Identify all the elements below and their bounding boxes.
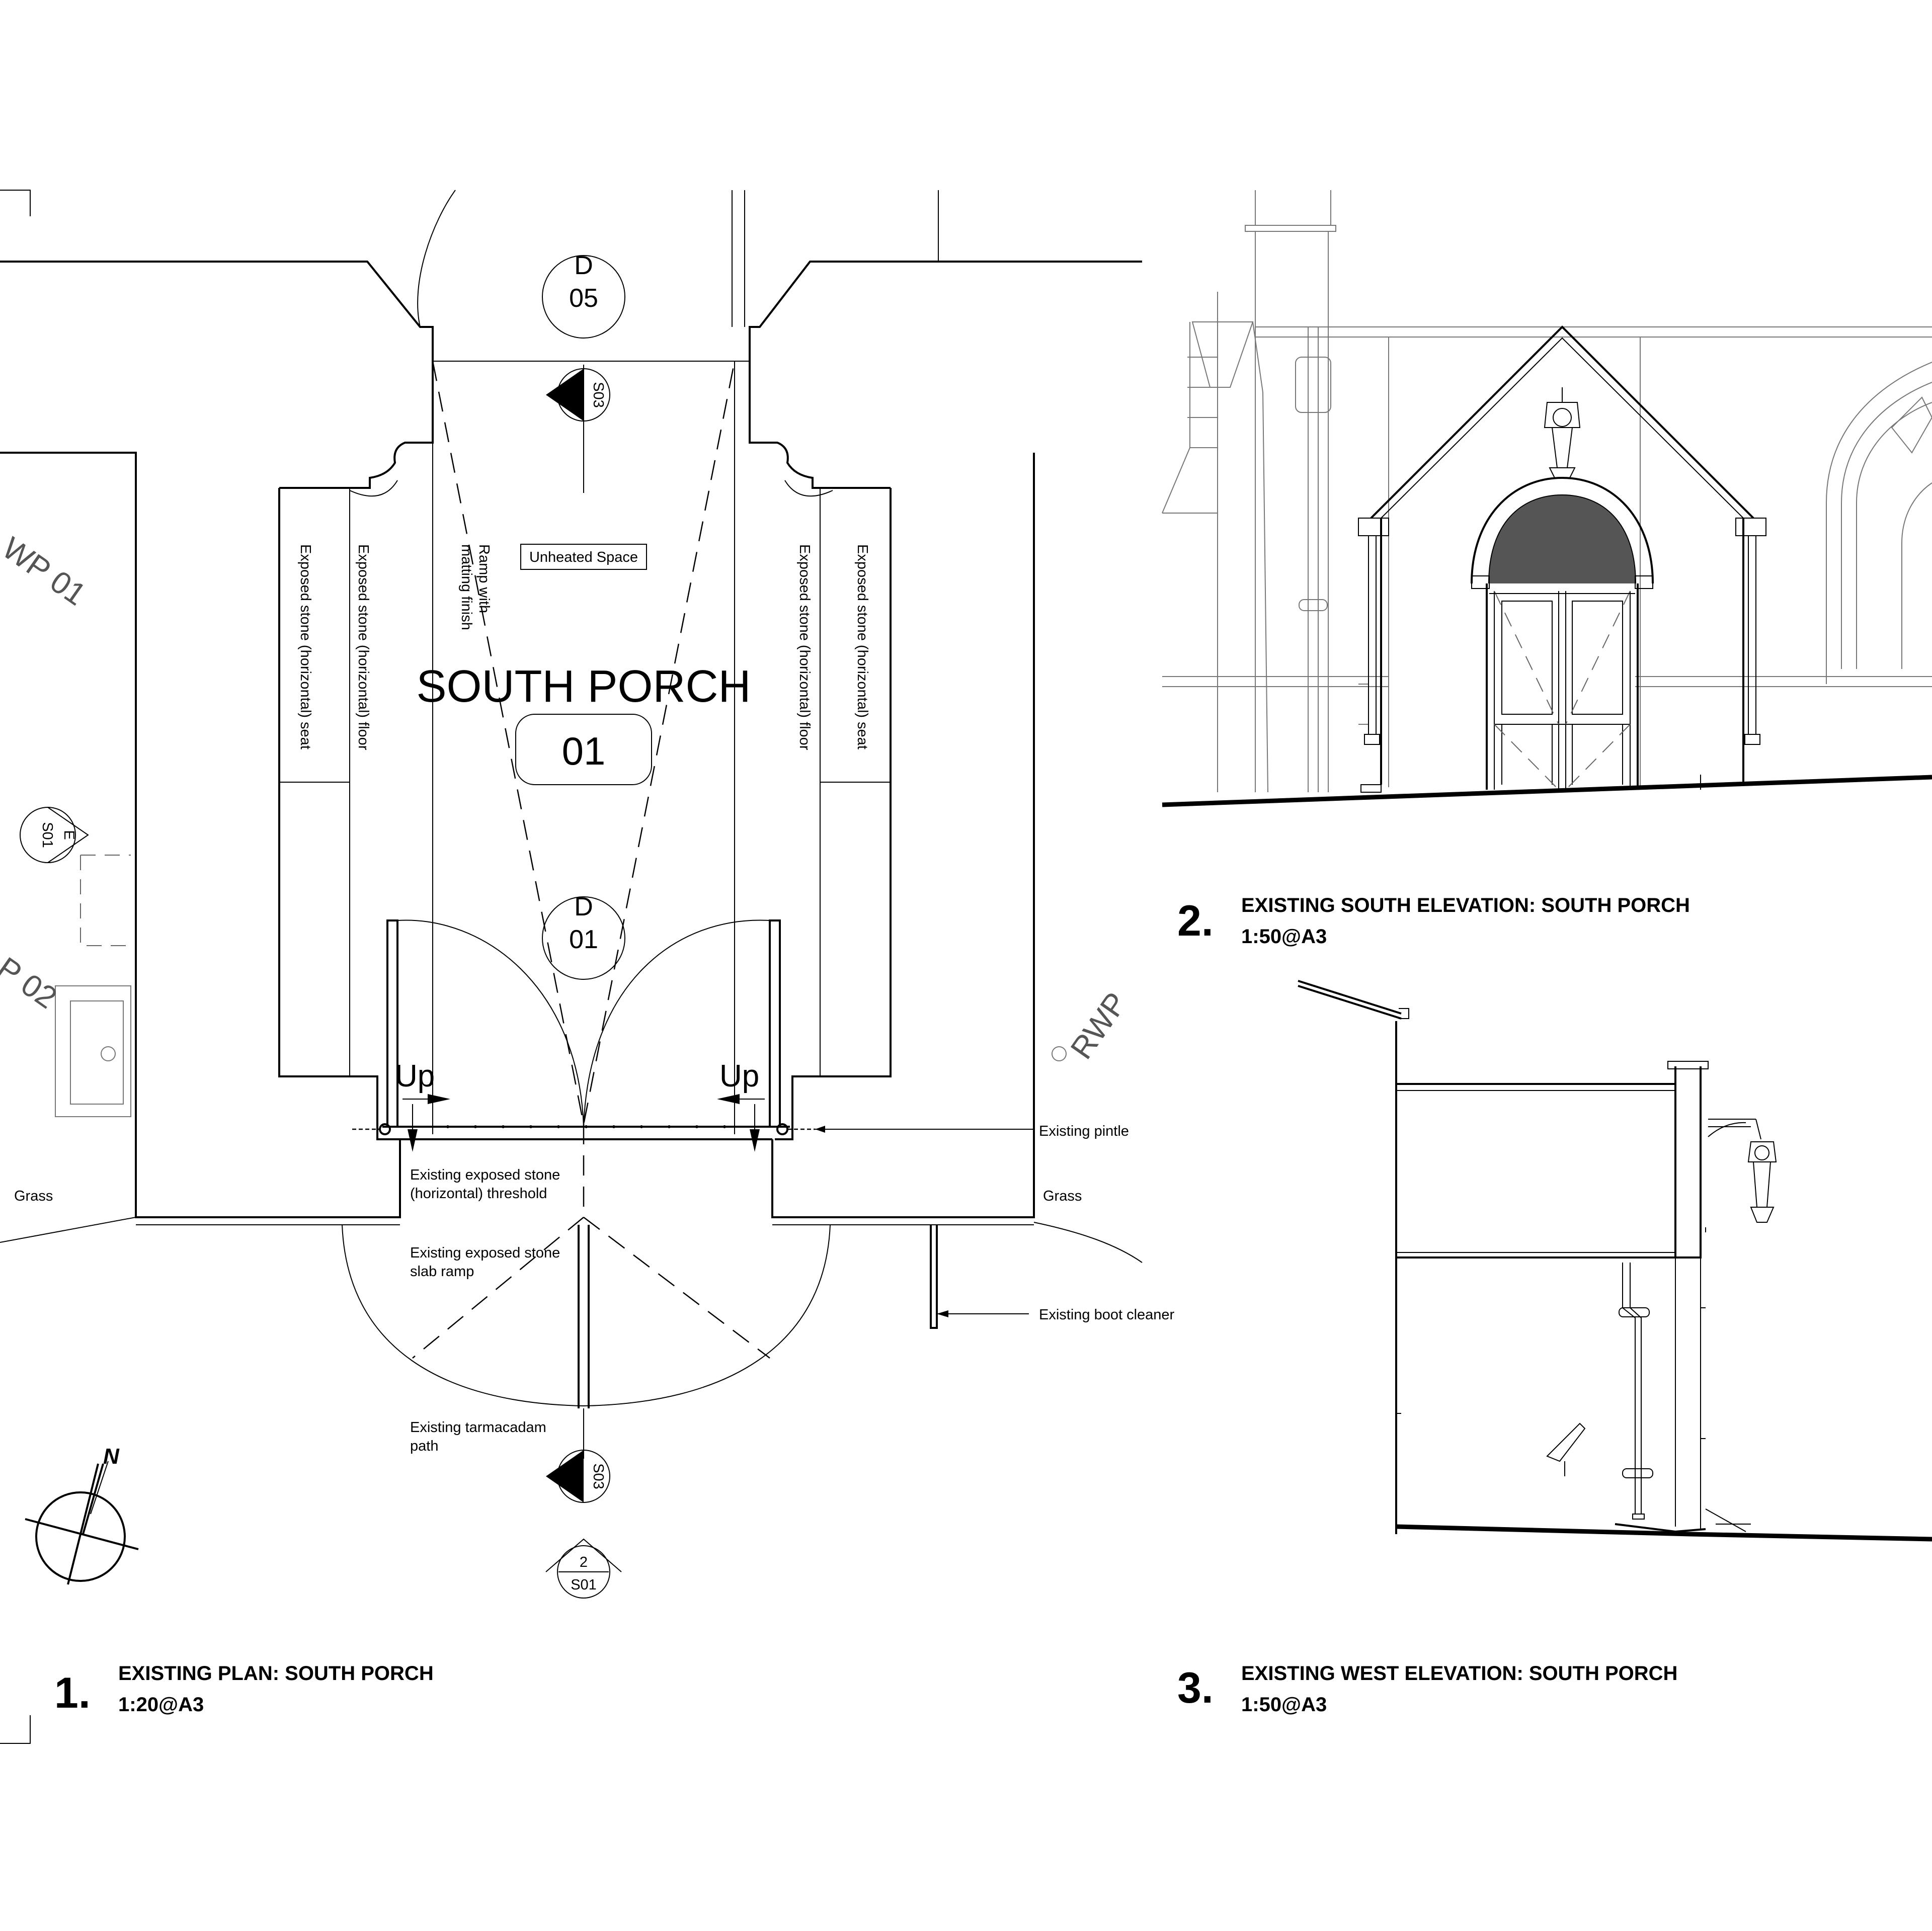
ramp-label-2: matting finish [458, 544, 474, 630]
ramp-outline [432, 361, 736, 1125]
gate-leaf-right [769, 919, 781, 1127]
porch-wall-upper [279, 350, 891, 489]
gulley-box [55, 985, 131, 1117]
up-arrow-right [717, 1094, 765, 1152]
svg-text:S01: S01 [39, 822, 55, 848]
grass-right-label: Grass [1043, 1188, 1082, 1204]
plan-labels: Unheated Space SOUTH PORCH 01 Ramp with … [14, 544, 1175, 1454]
elevation-marker-bottom: 2 S01 [545, 1538, 622, 1599]
downpipe-west [1622, 1263, 1642, 1514]
seat-right-label: Exposed stone (horizontal) seat [854, 544, 870, 749]
crop-marks [0, 190, 31, 1744]
path-joint [578, 1225, 590, 1408]
path-label-1: Existing tarmacadam [410, 1419, 546, 1436]
boot-cleaner-label: Existing boot cleaner [1039, 1307, 1175, 1323]
rwp01-label: WP 01 [0, 531, 92, 613]
ramp-label-1: Ramp with [476, 544, 492, 613]
view-1-title: 1. EXISTING PLAN: SOUTH PORCH 1:20@A3 [54, 1662, 434, 1717]
grass-left-label: Grass [14, 1188, 53, 1204]
up-arrow-left [403, 1094, 450, 1152]
up-left-label: Up [395, 1059, 435, 1094]
rwp-right-label: RWP [1064, 986, 1134, 1065]
porch-seat-right [775, 488, 892, 1140]
porch-seat-left [278, 488, 400, 1140]
porch-side-wall [1395, 1021, 1675, 1534]
svg-text:01: 01 [569, 925, 598, 954]
grass-edge-left [0, 1217, 136, 1243]
view-3-title: 3. EXISTING WEST ELEVATION: SOUTH PORCH … [1177, 1662, 1677, 1716]
svg-text:S01: S01 [571, 1577, 597, 1593]
porch-outer-wall-right [771, 453, 1035, 1218]
ground-line-south [1162, 775, 1932, 807]
church-door-swing [417, 190, 456, 327]
door-tag-05: D 05 [542, 251, 625, 339]
svg-text:D: D [574, 251, 593, 280]
svg-text:1:20@A3: 1:20@A3 [118, 1694, 204, 1716]
rwp02-label: P 02 [0, 951, 63, 1016]
svg-text:E: E [61, 830, 77, 839]
gate-swing-left [397, 919, 584, 1127]
boot-cleaner [930, 1225, 938, 1329]
lantern-west [1708, 1119, 1777, 1223]
svg-text:D: D [574, 892, 593, 921]
svg-text:2: 2 [580, 1554, 588, 1570]
lantern-south [1544, 387, 1581, 478]
threshold-studs [446, 1125, 726, 1128]
svg-text:S03: S03 [590, 1463, 606, 1489]
unheated-space-label: Unheated Space [529, 549, 638, 565]
fanlight-grille [1489, 495, 1635, 583]
porch-roof-edge [1298, 980, 1402, 1020]
section-marker-top: 1 S03 [546, 365, 610, 493]
svg-text:1:50@A3: 1:50@A3 [1241, 1694, 1327, 1716]
floor-right-label: Exposed stone (horizontal) floor [796, 544, 813, 750]
gate-leaf-left [386, 919, 398, 1127]
room-number: 01 [562, 729, 606, 773]
porch-gable [1358, 325, 1766, 793]
grass-edge-right [1033, 1222, 1143, 1263]
external-ramp [342, 1224, 831, 1407]
svg-text:1: 1 [569, 1472, 585, 1480]
svg-text:1: 1 [569, 391, 585, 399]
svg-text:EXISTING WEST ELEVATION: SOUTH: EXISTING WEST ELEVATION: SOUTH PORCH [1241, 1662, 1677, 1685]
svg-text:EXISTING SOUTH ELEVATION: SOUT: EXISTING SOUTH ELEVATION: SOUTH PORCH [1241, 894, 1690, 916]
threshold [382, 1126, 790, 1140]
section-marker-bottom: 1 S03 [546, 1450, 610, 1503]
plan-view: WP 01 P 02 RWP D 05 D 01 1 S03 1 S03 [0, 190, 1175, 1717]
svg-text:05: 05 [569, 284, 598, 313]
door-tag-01: D 01 [542, 892, 625, 980]
ramp-slab-label-2: slab ramp [410, 1264, 474, 1280]
gate-swing-right [583, 919, 770, 1127]
svg-text:EXISTING PLAN: SOUTH PORCH: EXISTING PLAN: SOUTH PORCH [118, 1662, 434, 1685]
seat-left-label: Exposed stone (horizontal) seat [297, 544, 313, 749]
porch-arch [1471, 476, 1654, 790]
view-2-title: 2. EXISTING SOUTH ELEVATION: SOUTH PORCH… [1177, 894, 1690, 948]
hidden-element-left [80, 855, 131, 946]
north-arrow: N [25, 1444, 139, 1585]
svg-text:1:50@A3: 1:50@A3 [1241, 926, 1327, 948]
rwp-right-circle [1052, 1046, 1067, 1061]
threshold-label-2: (horizontal) threshold [410, 1186, 547, 1202]
boot-cleaner-elevation [1546, 1422, 1586, 1476]
church-background [1162, 190, 1932, 793]
pintle-label: Existing pintle [1039, 1123, 1129, 1139]
floor-left-label: Exposed stone (horizontal) floor [355, 544, 371, 750]
ground-line-west [1396, 1524, 1932, 1542]
elevation-marker-left: S01 E [20, 807, 89, 863]
svg-text:2.: 2. [1177, 897, 1214, 945]
svg-text:3.: 3. [1177, 1664, 1214, 1712]
west-elevation-view: 3. EXISTING WEST ELEVATION: SOUTH PORCH … [1177, 980, 1932, 1716]
svg-text:S03: S03 [590, 382, 606, 408]
path-label-2: path [410, 1438, 438, 1454]
threshold-label-1: Existing exposed stone [410, 1167, 560, 1183]
south-elevation-view: 2. EXISTING SOUTH ELEVATION: SOUTH PORCH… [1162, 190, 1932, 948]
svg-text:1.: 1. [54, 1669, 91, 1717]
room-name: SOUTH PORCH [416, 661, 751, 712]
up-right-label: Up [719, 1059, 759, 1094]
svg-text:N: N [103, 1444, 120, 1469]
ramp-slab-label-1: Existing exposed stone [410, 1245, 560, 1261]
